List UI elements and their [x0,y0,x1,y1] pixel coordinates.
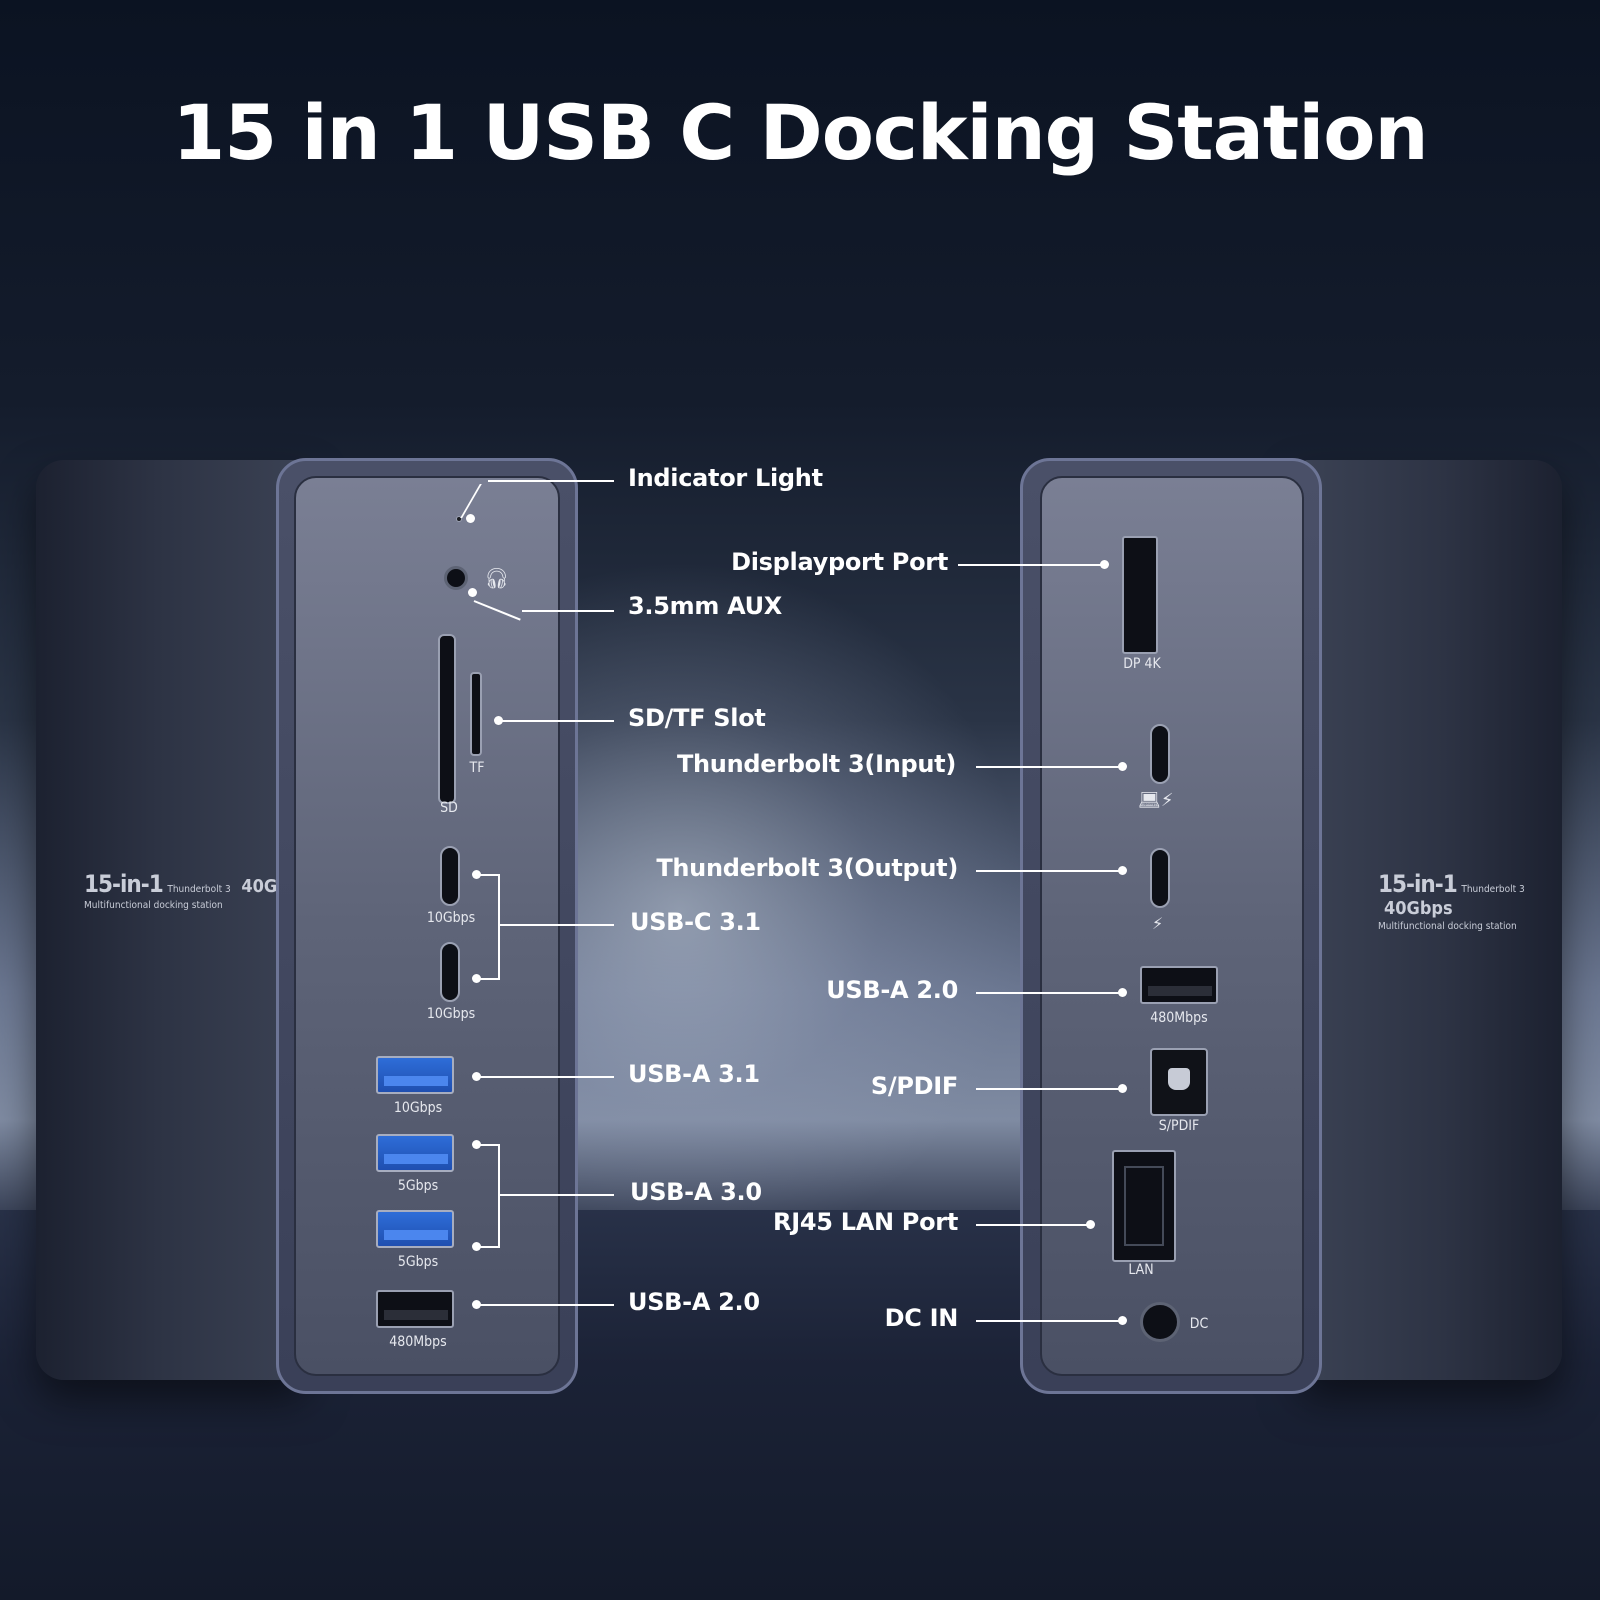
usba20-front-callout-line [478,1304,614,1306]
lan-label: LAN [1128,1262,1154,1278]
indicator-callout-dot [466,514,475,523]
sd-slot [438,634,456,804]
usbc-port-2-speed: 10Gbps [426,1006,476,1022]
usbc-bracket-bottom [478,978,500,980]
laptop-thunderbolt-icon: 💻︎⚡︎ [1138,790,1174,811]
rj45-lan-port [1112,1150,1176,1262]
usba30-callout-dot-2 [472,1242,481,1251]
callout-usba20-back: USB-A 2.0 [826,976,958,1004]
usba20-front-callout-dot [472,1300,481,1309]
brand-speed: 40Gbps [1384,898,1453,919]
callout-thunderbolt-input: Thunderbolt 3(Input) [676,750,956,778]
sdtf-callout-line [500,720,614,722]
usba30-bracket-bottom [478,1246,500,1248]
callout-rj45-lan: RJ45 LAN Port [773,1208,958,1236]
indicator-light [456,516,462,522]
back-device-side-panel [1300,460,1562,1380]
tf-label: TF [469,760,485,776]
callout-usbc: USB-C 3.1 [630,908,761,936]
usba20-back-speed: 480Mbps [1150,1010,1208,1026]
sdtf-callout-dot [494,716,503,725]
callout-displayport: Displayport Port [731,548,948,576]
aux-port [444,566,468,590]
dp-label: DP 4K [1123,656,1161,672]
page-title: 15 in 1 USB C Docking Station [172,88,1428,177]
tb-out-callout-line [976,870,1120,872]
spdif-callout-line [976,1088,1120,1090]
usba30-bracket-top [478,1144,500,1146]
spdif-port [1150,1048,1208,1116]
callout-sdtf-slot: SD/TF Slot [628,704,766,732]
lan-callout-dot [1086,1220,1095,1229]
dp-callout-dot [1100,560,1109,569]
callout-usba20-front: USB-A 2.0 [628,1288,760,1316]
back-device-brand-mark: 15-in-1 Thunderbolt 3 40Gbps Multifuncti… [1378,870,1600,932]
tb-in-callout-line [976,766,1120,768]
thunderbolt-icon: ⚡︎ [1152,914,1164,933]
aux-callout-dot [468,588,477,597]
sd-label: SD [440,800,458,816]
usbc-callout-dot-2 [472,974,481,983]
brand-count: 15-in-1 [84,870,164,898]
dc-in-port [1140,1302,1180,1342]
usba20-back-callout-dot [1118,988,1127,997]
dc-label: DC [1189,1316,1209,1332]
spdif-callout-dot [1118,1084,1127,1093]
usba31-speed: 10Gbps [393,1100,443,1116]
usbc-port-1 [440,846,460,906]
brand-model: Thunderbolt 3 [1461,884,1525,895]
callout-usba30: USB-A 3.0 [630,1178,762,1206]
front-device-side-panel [36,460,306,1380]
usbc-bracket-vertical [498,874,500,980]
tf-slot [470,672,482,756]
usba20-back-callout-line [976,992,1120,994]
callout-indicator-light: Indicator Light [628,464,823,492]
usbc-callout-line [500,924,614,926]
usba31-callout-dot [472,1072,481,1081]
callout-dc-in: DC IN [884,1304,959,1332]
brand-subtitle: Multifunctional docking station [84,900,223,911]
usba30-port-2-speed: 5Gbps [397,1254,439,1270]
dc-callout-line [976,1320,1120,1322]
usba30-bracket-vertical [498,1144,500,1248]
dc-callout-dot [1118,1316,1127,1325]
spdif-label: S/PDIF [1158,1118,1200,1134]
usba20-front-speed: 480Mbps [389,1334,447,1350]
usba30-port-2 [376,1210,454,1248]
tb-out-callout-dot [1118,866,1127,875]
thunderbolt-input-port [1150,724,1170,784]
usbc-bracket-top [478,874,500,876]
dp-callout-line [958,564,1102,566]
usba31-callout-line [478,1076,614,1078]
headphone-icon: 🎧︎ [484,566,510,590]
usba30-callout-dot-1 [472,1140,481,1149]
lan-callout-line [976,1224,1088,1226]
callout-thunderbolt-output: Thunderbolt 3(Output) [656,854,958,882]
callout-aux: 3.5mm AUX [628,592,783,620]
callout-usba31: USB-A 3.1 [628,1060,760,1088]
thunderbolt-output-port [1150,848,1170,908]
aux-callout-line [522,610,614,612]
brand-subtitle: Multifunctional docking station [1378,921,1517,932]
usba31-port [376,1056,454,1094]
brand-model: Thunderbolt 3 [167,884,231,895]
displayport-port [1122,536,1158,654]
usba30-port-1 [376,1134,454,1172]
usba30-callout-line [500,1194,614,1196]
tb-in-callout-dot [1118,762,1127,771]
usbc-port-1-speed: 10Gbps [426,910,476,926]
usba20-front-port [376,1290,454,1328]
indicator-callout-line [488,480,614,482]
callout-spdif: S/PDIF [870,1072,958,1100]
usba20-back-port [1140,966,1218,1004]
usbc-port-2 [440,942,460,1002]
brand-count: 15-in-1 [1378,870,1458,898]
usbc-callout-dot-1 [472,870,481,879]
usba30-port-1-speed: 5Gbps [397,1178,439,1194]
